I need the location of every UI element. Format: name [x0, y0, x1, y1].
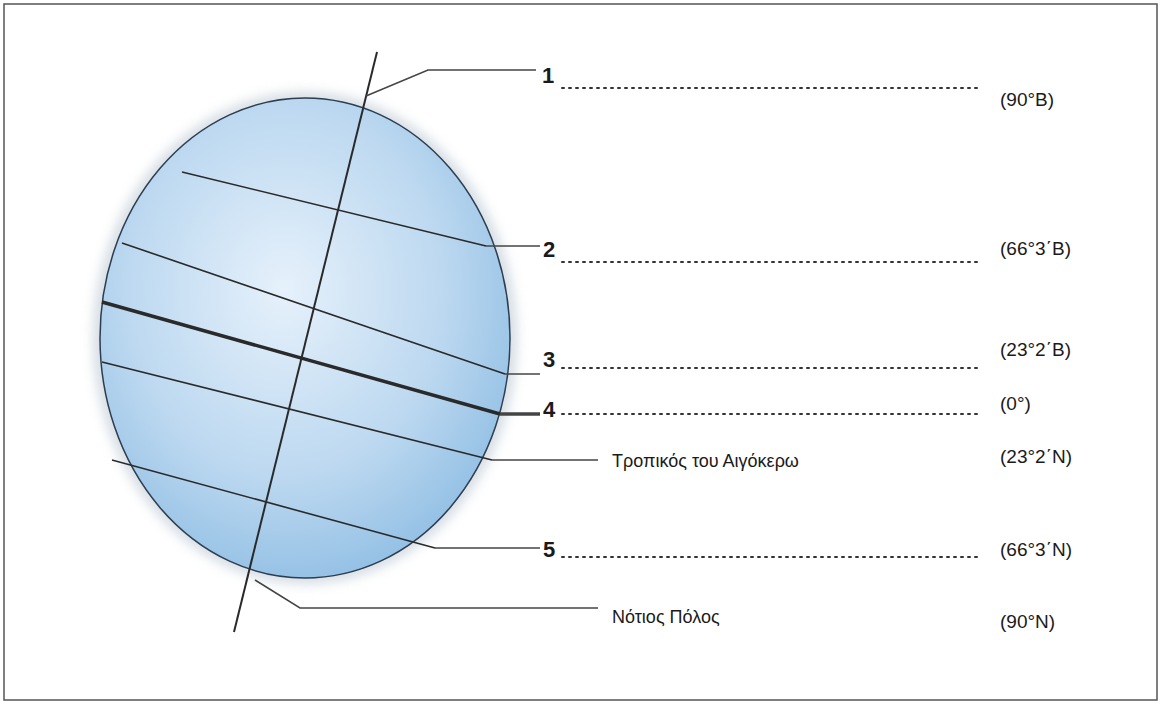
latitude-label: (23°2΄Ν) — [1000, 447, 1072, 468]
earth-axis — [234, 52, 377, 632]
globe — [100, 98, 510, 578]
latitude-label: (0°) — [1000, 394, 1031, 415]
latitude-label: (90°Β) — [1000, 90, 1054, 111]
latitude-label: (23°2΄Β) — [1000, 340, 1071, 361]
callout-number: 1 — [542, 64, 554, 88]
frame — [4, 4, 1157, 700]
parallels — [102, 172, 505, 548]
callout-number: 4 — [543, 398, 555, 422]
latitude-label: (90°Ν) — [1000, 612, 1055, 633]
leader-lines — [255, 70, 598, 608]
callout-number: 3 — [543, 348, 555, 372]
latitude-label: (66°3΄Β) — [1000, 239, 1071, 260]
pole-name: Νότιος Πόλος — [612, 608, 720, 628]
latitude-label: (66°3΄Ν) — [1000, 540, 1072, 561]
callout-number: 5 — [543, 538, 555, 562]
globe-glow — [93, 92, 517, 584]
blank-dotted-lines — [562, 88, 982, 557]
parallel-name: Τροπικός του Αιγόκερω — [612, 452, 799, 472]
callout-number: 2 — [543, 238, 555, 262]
